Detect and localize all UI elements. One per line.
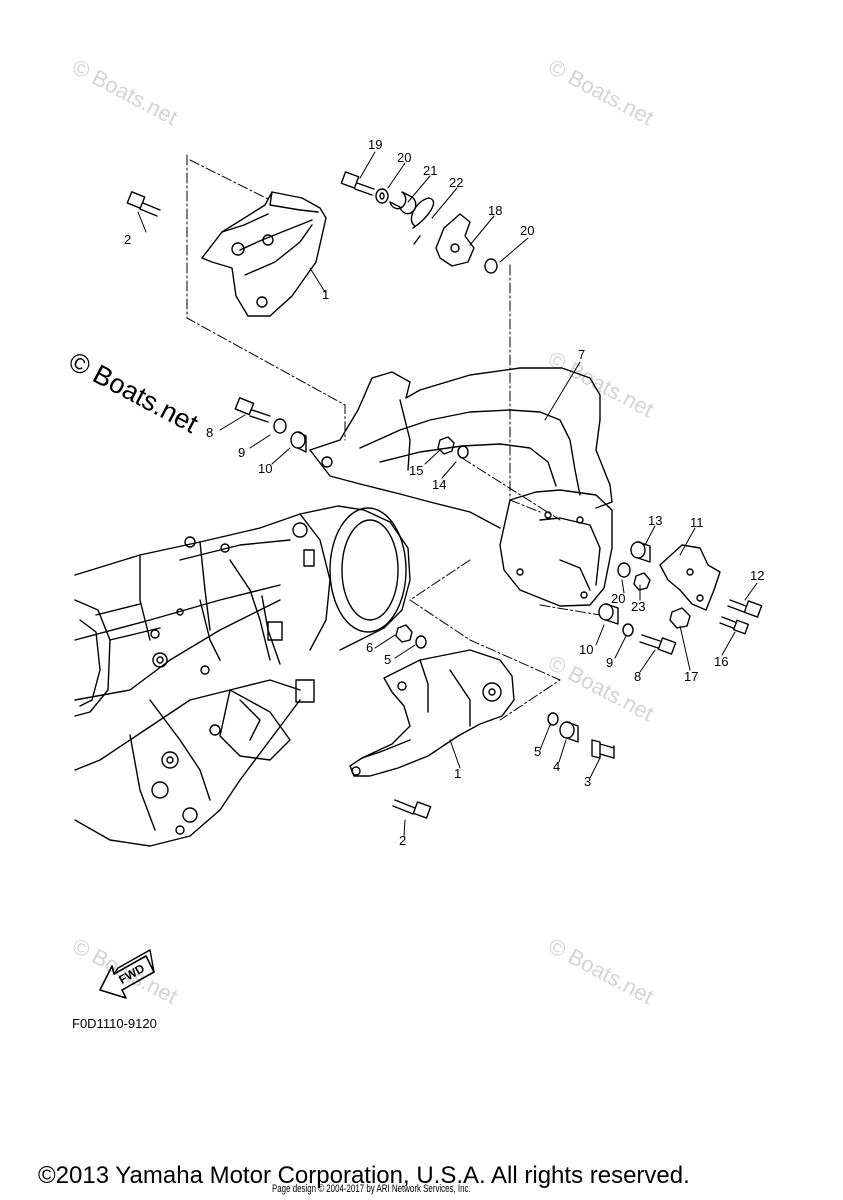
callout-20-c: 20 [611,591,626,606]
callout-20: 20 [397,150,412,165]
callout-16: 16 [714,654,729,669]
bolt-set-lower [547,712,615,759]
callout-23: 23 [631,599,646,614]
callout-8-b: 8 [634,669,642,684]
steering-arm [309,367,613,607]
callout-13: 13 [648,513,663,528]
leader-lines [137,151,758,837]
callout-8: 8 [206,425,214,440]
bracket-upper [201,191,327,317]
callout-3: 3 [584,774,592,789]
bolt-upper [126,191,161,217]
callout-10-b: 10 [579,642,594,657]
jet-pump-housing [74,505,411,847]
callout-15: 15 [409,463,424,478]
rear-hardware [598,541,763,655]
page-design-credit: Page design © 2004-2017 by ARI Network S… [272,1183,471,1195]
callout-5: 5 [384,652,392,667]
callout-18: 18 [488,203,503,218]
nut-washer-lower [395,624,427,649]
callout-2-upper: 2 [124,232,132,247]
callout-1-upper: 1 [322,287,330,302]
callout-12: 12 [750,568,765,583]
callout-5-b: 5 [534,744,542,759]
callout-4: 4 [553,759,561,774]
bolt-set-upper [234,397,307,453]
diagram-code: F0D1110-9120 [72,1016,157,1031]
copyright-notice: ©2013 Yamaha Motor Corporation, U.S.A. A… [38,1162,690,1189]
bolt-lower [392,799,432,819]
fwd-arrow-icon [99,949,155,999]
nut-washer [437,436,469,459]
callout-11: 11 [690,515,704,530]
callout-9-b: 9 [606,655,614,670]
callout-17: 17 [684,669,699,684]
bracket-lower [349,649,515,777]
callout-7: 7 [578,347,586,362]
callout-6: 6 [366,640,374,655]
callout-14: 14 [432,477,447,492]
callout-22: 22 [449,175,464,190]
guide-lines [186,154,601,721]
callout-19: 19 [368,137,383,152]
callout-10: 10 [258,461,273,476]
callout-1-lower: 1 [454,766,462,781]
callout-20-b: 20 [520,223,535,238]
pivot-hardware [340,171,498,274]
callout-21: 21 [423,163,438,178]
callout-2-lower: 2 [399,833,407,848]
callout-9: 9 [238,445,246,460]
